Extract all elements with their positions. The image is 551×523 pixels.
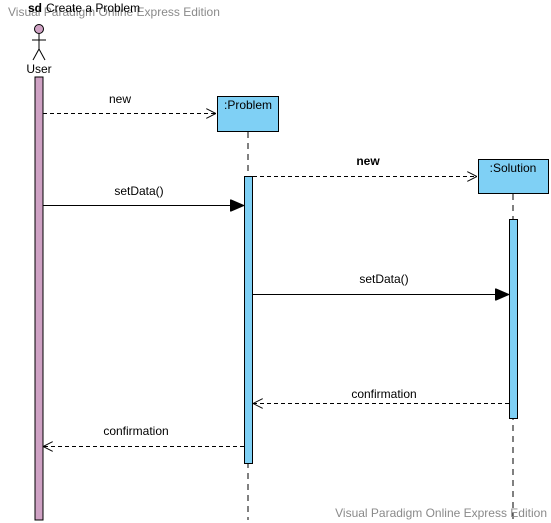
solution-object-label: :Solution <box>490 161 537 175</box>
problem-object-box <box>217 96 279 132</box>
watermark-bottom: Visual Paradigm Online Express Edition <box>335 506 547 520</box>
message-new-problem-label: new <box>109 92 131 106</box>
frame-keyword: sd <box>28 1 42 15</box>
message-setdata-solution[interactable]: setData() <box>253 272 509 295</box>
message-confirm-problem[interactable]: confirmation <box>43 424 244 447</box>
message-new-solution-label: new <box>356 154 380 168</box>
solution-activation-bar <box>509 219 518 419</box>
lifeline-solution[interactable]: :Solution <box>478 159 549 194</box>
lifeline-problem[interactable]: :Problem <box>217 96 279 132</box>
problem-object-label: :Problem <box>224 98 272 112</box>
frame-title: sd Create a Problem <box>28 1 140 15</box>
message-setdata-problem[interactable]: setData() <box>43 184 244 206</box>
message-confirm-problem-label: confirmation <box>103 424 168 438</box>
problem-activation-bar <box>244 176 253 464</box>
actor-user[interactable]: User <box>26 24 52 77</box>
message-new-problem[interactable]: new <box>43 92 216 114</box>
actor-stick-figure-icon <box>32 24 46 61</box>
actor-label: User <box>26 62 51 76</box>
message-confirm-solution[interactable]: confirmation <box>253 387 509 404</box>
user-activation-bar <box>34 76 44 521</box>
message-confirm-solution-label: confirmation <box>351 387 416 401</box>
message-setdata-solution-label: setData() <box>359 272 408 286</box>
solution-object-box <box>478 159 549 194</box>
message-setdata-problem-label: setData() <box>114 184 163 198</box>
frame-name: Create a Problem <box>46 1 140 15</box>
watermark-top: Visual Paradigm Online Express Edition <box>8 5 220 19</box>
message-new-solution[interactable]: new <box>253 154 477 177</box>
